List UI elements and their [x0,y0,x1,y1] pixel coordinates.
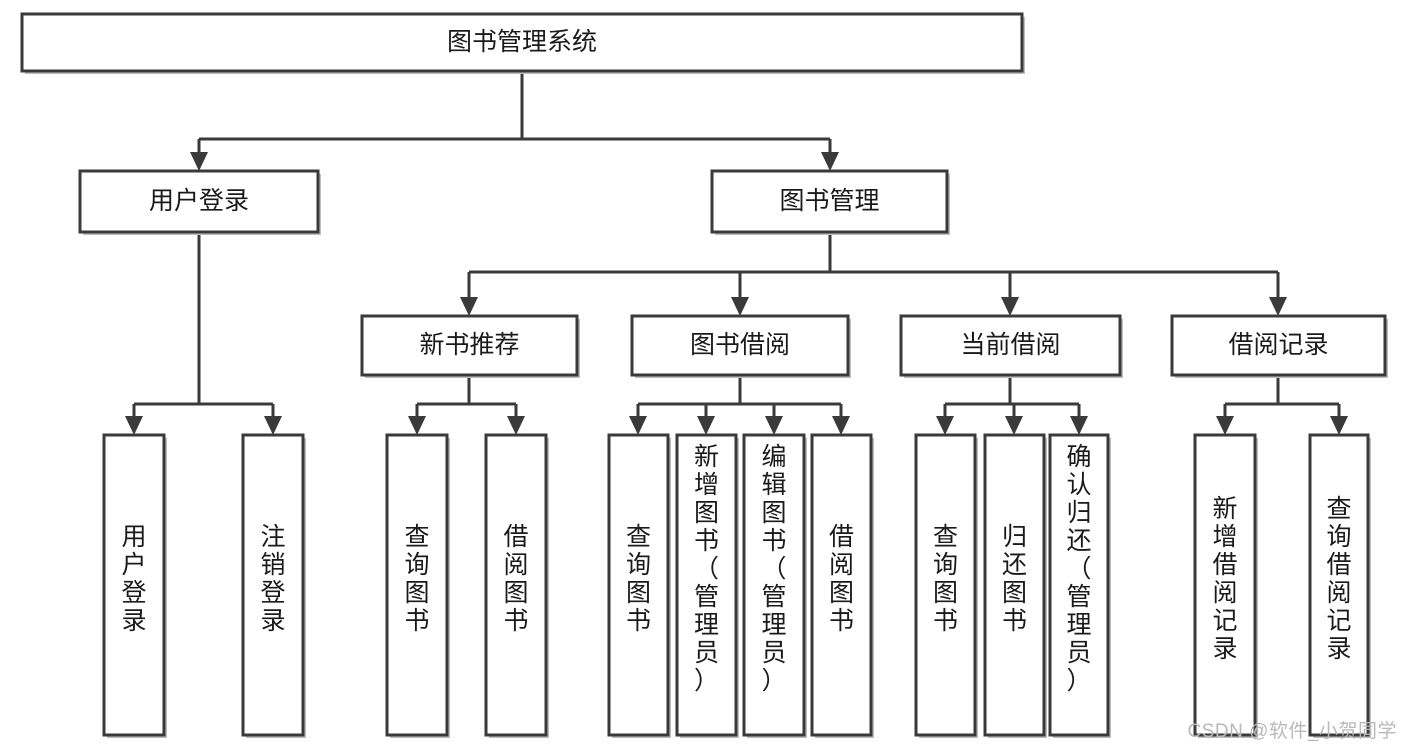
arrow-head-icon [1216,416,1234,435]
node-box[interactable] [710,169,949,234]
node-new-book-rec[interactable]: 新书推荐 [360,314,580,378]
arrow-head-icon [1269,297,1287,316]
node-box[interactable] [742,433,806,737]
arrow-head-icon [832,416,850,435]
node-box[interactable] [983,433,1046,737]
node-label: 借阅记录 [1228,331,1328,359]
node-label: 图书借阅 [690,331,790,359]
arrow-head-icon [936,416,954,435]
node-leaf-borrow-book[interactable]: 借阅图书 [810,433,874,738]
node-leaf-edit-book-admin[interactable]: 编辑图书（管理员） [742,433,807,738]
node-label: 查询图书 [626,523,651,635]
node-label: 查询借阅记录 [1326,495,1351,663]
node-label: 确认归还（管理员） [1066,443,1091,695]
node-root[interactable]: 图书管理系统 [20,12,1025,74]
arrow-head-icon [507,416,525,435]
node-box[interactable] [102,433,166,737]
arrow-head-icon [1070,416,1088,435]
node-leaf-logout[interactable]: 注销登录 [241,433,306,738]
arrow-head-icon [765,416,783,435]
node-label: 新增借阅记录 [1212,495,1237,663]
node-box[interactable] [675,433,738,737]
node-leaf-user-login[interactable]: 用户登录 [102,433,167,738]
node-leaf-add-book-admin[interactable]: 新增图书（管理员） [675,433,739,738]
arrow-head-icon [125,416,143,435]
node-box[interactable] [241,433,305,737]
node-box[interactable] [607,433,670,737]
node-label: 注销登录 [260,523,285,635]
node-box[interactable] [810,433,873,737]
node-box[interactable] [1308,433,1370,737]
arrow-head-icon [1001,297,1019,316]
node-label: 图书管理 [779,187,879,215]
node-leaf-return-book[interactable]: 归还图书 [983,433,1047,738]
node-box[interactable] [1193,433,1257,737]
arrow-head-icon [190,152,208,171]
arrow-head-icon [629,416,647,435]
node-borrow-record[interactable]: 借阅记录 [1170,314,1388,378]
node-leaf-query-book-current[interactable]: 查询图书 [914,433,978,738]
node-box[interactable] [1170,314,1387,377]
arrow-head-icon [264,416,282,435]
node-leaf-add-borrow-record[interactable]: 新增借阅记录 [1193,433,1258,738]
node-leaf-confirm-return-admin[interactable]: 确认归还（管理员） [1048,433,1111,738]
arrow-head-icon [1005,416,1023,435]
node-current-borrow[interactable]: 当前借阅 [899,314,1123,378]
node-user-login[interactable]: 用户登录 [78,169,321,235]
arrow-head-icon [408,416,426,435]
node-box[interactable] [630,314,850,377]
node-label: 借阅图书 [829,523,854,635]
node-book-borrow[interactable]: 图书借阅 [630,314,851,378]
arrow-head-icon [1330,416,1348,435]
node-box[interactable] [385,433,449,737]
arrow-head-icon [821,152,839,171]
node-book-manage[interactable]: 图书管理 [710,169,950,235]
arrow-head-icon [697,416,715,435]
node-box[interactable] [1048,433,1110,737]
node-box[interactable] [20,12,1024,73]
node-label: 新增图书（管理员） [694,443,719,695]
node-label: 查询图书 [933,523,958,635]
node-label: 查询图书 [404,523,429,635]
node-label: 用户登录 [121,523,146,635]
connector-layer [125,71,1348,435]
node-box[interactable] [484,433,548,737]
node-leaf-query-book-borrow[interactable]: 查询图书 [607,433,671,738]
arrow-head-icon [731,297,749,316]
node-leaf-query-borrow-record[interactable]: 查询借阅记录 [1308,433,1371,738]
arrow-head-icon [460,297,478,316]
node-label: 归还图书 [1002,523,1027,635]
node-box[interactable] [914,433,977,737]
node-label: 图书管理系统 [447,28,597,56]
node-label: 用户登录 [149,187,249,215]
node-box[interactable] [360,314,579,377]
node-leaf-query-book-rec[interactable]: 查询图书 [385,433,450,738]
node-label: 新书推荐 [419,331,519,359]
node-leaf-borrow-book-rec[interactable]: 借阅图书 [484,433,549,738]
node-box[interactable] [899,314,1122,377]
node-label: 当前借阅 [960,331,1060,359]
node-label: 借阅图书 [503,523,528,635]
node-layer: 图书管理系统用户登录图书管理新书推荐图书借阅当前借阅借阅记录用户登录注销登录查询… [20,12,1388,738]
node-label: 编辑图书（管理员） [761,443,786,695]
node-box[interactable] [78,169,320,234]
